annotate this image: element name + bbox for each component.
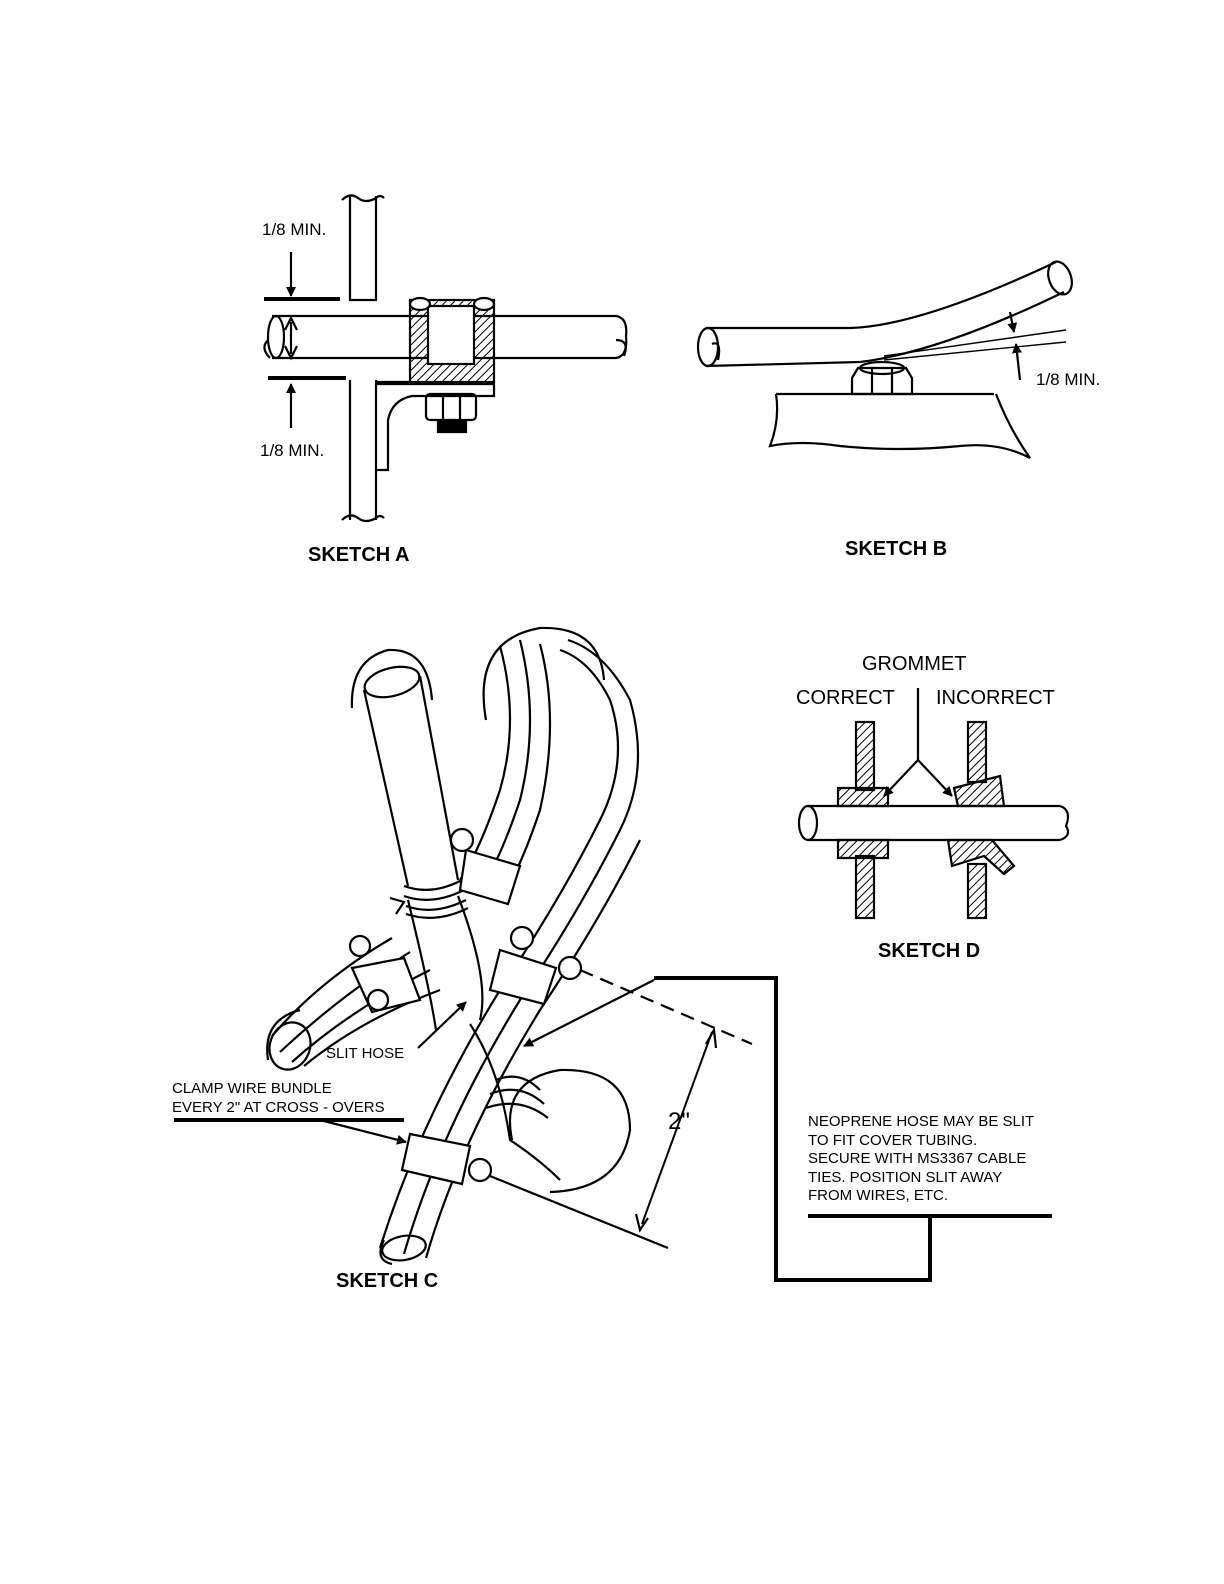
note-line-1: NEOPRENE HOSE MAY BE SLIT [808,1113,1034,1132]
sketch-d-tube [808,806,1060,840]
sketch-c-clamp-label-2: EVERY 2" AT CROSS - OVERS [172,1099,385,1117]
note-line-4: TIES. POSITION SLIT AWAY [808,1169,1034,1188]
sketch-b-base [770,394,1030,458]
note-line-5: FROM WIRES, ETC. [808,1187,1034,1206]
sketch-b-nut [852,368,912,394]
sketch-c-clamp-1 [350,936,420,1012]
sketch-d-correct-grommet [838,788,888,858]
sketch-c-caption: SKETCH C [336,1270,438,1293]
sketch-d-title: GROMMET [862,654,966,674]
sketch-a-dim-bottom: 1/8 MIN. [260,441,324,461]
note-line-2: TO FIT COVER TUBING. [808,1132,1034,1151]
sketch-c-note: NEOPRENE HOSE MAY BE SLIT TO FIT COVER T… [808,1113,1034,1206]
sketch-c-clamp-4 [402,1134,491,1184]
sketch-c-slit-hose-label: SLIT HOSE [326,1045,404,1063]
sketch-a-nut [426,394,476,420]
sketch-c-hose [364,676,458,886]
sketch-d-incorrect-grommet [948,776,1014,874]
sketch-a-dim-top: 1/8 MIN. [262,220,326,240]
sketch-a-drawing [264,195,626,521]
sketch-d-incorrect-label: INCORRECT [936,688,1055,708]
sketch-d-caption: SKETCH D [878,940,980,963]
sketch-b-dim: 1/8 MIN. [1036,370,1100,390]
sketch-c-dimension: 2" [668,1108,690,1136]
sketch-c-clamp-label-1: CLAMP WIRE BUNDLE [172,1080,332,1098]
sketch-c-clamp-3 [490,927,581,1004]
note-line-3: SECURE WITH MS3367 CABLE [808,1150,1034,1169]
sketch-a-caption: SKETCH A [308,544,409,567]
sketch-d-drawing [799,688,1068,918]
sketch-d-correct-label: CORRECT [796,688,895,708]
sketch-c-clamp-2 [451,829,520,904]
sketch-b-caption: SKETCH B [845,538,947,561]
sketch-b-drawing [698,258,1076,458]
sketch-a-upper-panel [350,196,376,300]
